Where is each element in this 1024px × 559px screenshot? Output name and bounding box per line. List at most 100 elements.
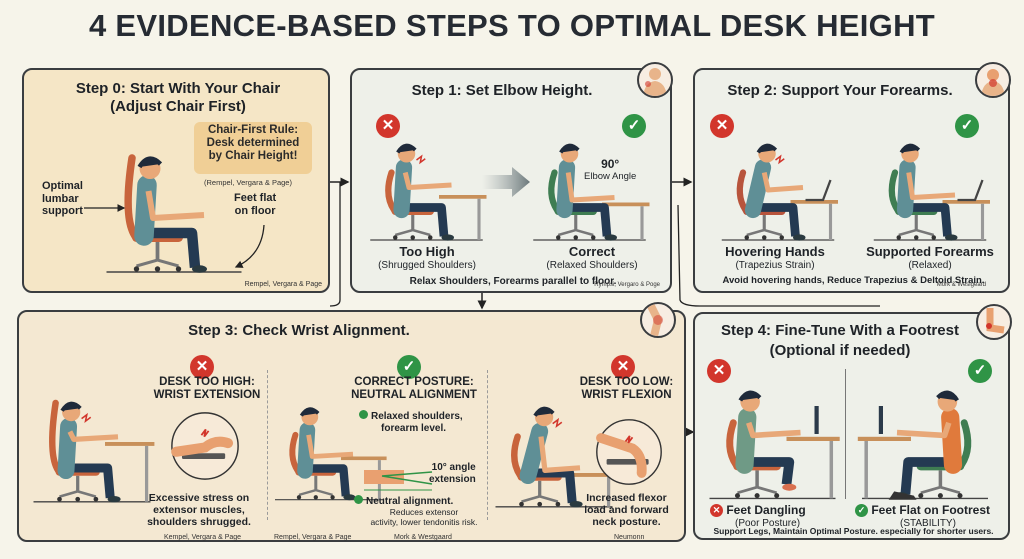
- bullet-dot-icon: [359, 410, 368, 419]
- illustration-svg: [873, 143, 990, 241]
- hair: [533, 406, 555, 417]
- shoe: [343, 494, 356, 501]
- footrest-illustration: [850, 364, 1000, 504]
- illustration-svg: [106, 154, 242, 273]
- connector-0-3: [329, 182, 341, 307]
- chair-base: [898, 228, 935, 237]
- lumbar-line: lumbar: [42, 192, 79, 205]
- desk-top: [105, 442, 155, 446]
- torso: [744, 159, 772, 219]
- legs: [907, 203, 952, 237]
- hair: [559, 143, 580, 154]
- chair-wheel: [75, 496, 81, 502]
- illustration-svg: [596, 419, 662, 485]
- step0-citation: Rempel, Vergara & Page: [244, 281, 322, 288]
- chair-wheel: [519, 501, 524, 507]
- strain-mark-icon: [552, 417, 563, 429]
- monitor: [814, 406, 819, 434]
- chair-base: [521, 495, 559, 503]
- heading-line: CORRECT POSTURE:: [354, 376, 474, 388]
- chair-wheel: [175, 266, 182, 272]
- heading-line: DESK TOO HIGH:: [159, 376, 255, 388]
- legs: [530, 468, 577, 504]
- lumbar-line: support: [42, 205, 83, 218]
- strain-mark-icon: [416, 154, 426, 165]
- chair-wheel: [937, 493, 943, 499]
- arm: [67, 430, 119, 442]
- shoe: [192, 265, 207, 273]
- step0-pointers: [84, 204, 265, 268]
- column-divider: [487, 370, 488, 520]
- step2-title: Step 2: Support Your Forearms.: [727, 82, 953, 99]
- monitor: [878, 406, 883, 434]
- legs: [567, 203, 612, 237]
- desk-top: [786, 436, 840, 441]
- label-sub: (Relaxed): [908, 259, 952, 271]
- desk-top: [942, 200, 990, 204]
- rule-citation: (Rempel, Vergara & Page): [204, 178, 292, 187]
- chair-wheel: [918, 493, 924, 499]
- knee-icon: [640, 302, 676, 338]
- shoe: [604, 234, 617, 241]
- x-icon: ✕: [710, 504, 723, 518]
- desk-top: [439, 195, 487, 199]
- step4-panel: Step 4: Fine-Tune With a Footrest (Optio…: [693, 312, 1010, 540]
- chair-wheel: [154, 266, 161, 272]
- correct-posture-text: Reduces extensor activity, lower tendoni…: [349, 507, 499, 528]
- chair-wheel: [744, 235, 749, 240]
- chair-wheel: [957, 493, 963, 499]
- chair-base: [557, 228, 594, 237]
- feet-line: on floor: [234, 204, 276, 217]
- strain-mark-icon: [775, 154, 785, 165]
- chair-first-rule-box: [194, 122, 312, 174]
- shoulder-icon: [637, 62, 673, 98]
- footrest: [888, 491, 917, 500]
- bad-x-icon: ✕: [710, 114, 734, 138]
- good-check-icon: ✓: [622, 114, 646, 138]
- too-high-illustration: [364, 120, 489, 245]
- heading-line: WRIST FLEXION: [581, 389, 672, 402]
- chair-back: [385, 169, 398, 214]
- correct-illustration: [527, 120, 652, 245]
- hair: [738, 390, 762, 402]
- hair: [936, 390, 960, 402]
- chair-wheel: [393, 235, 398, 240]
- illustration-svg: [709, 390, 840, 500]
- chair-wheel: [537, 501, 543, 507]
- desk-too-low-illustration: [489, 362, 619, 532]
- correct-posture-heading: CORRECT POSTURE: NEUTRAL ALIGNMENT: [344, 376, 484, 402]
- bad-x-icon: ✕: [707, 359, 731, 383]
- pain-mark-icon: [200, 428, 210, 438]
- desk-top: [857, 436, 911, 441]
- elbow-angle-label: 90° Elbow Angle: [584, 157, 636, 183]
- chair-back: [511, 433, 524, 479]
- illustration-svg: [495, 406, 617, 508]
- arm: [896, 421, 952, 439]
- legs: [307, 464, 350, 497]
- chair-wheel: [914, 235, 919, 240]
- torso: [519, 422, 549, 485]
- rule-line: by Chair Height!: [208, 150, 298, 163]
- correct-citation-1: Rempel, Vergara & Page: [274, 534, 352, 541]
- step4-summary: Support Legs, Maintain Optimal Posture. …: [713, 526, 994, 536]
- chair-base: [746, 228, 783, 237]
- hair: [396, 143, 417, 154]
- too-high-label: Too High (Shrugged Shoulders): [362, 244, 492, 271]
- illustration-svg: [721, 143, 838, 241]
- chair-wheel: [57, 496, 62, 502]
- chair-wheel: [133, 266, 140, 272]
- angle-value: 90°: [601, 157, 620, 171]
- chair-wheel: [313, 495, 318, 500]
- step0-title: Step 0: Start With Your Chair: [75, 80, 281, 97]
- desk-top: [567, 473, 617, 477]
- desk-top: [602, 202, 650, 207]
- neutral-alignment-bullet: Neutral alignment.: [354, 495, 453, 508]
- legs: [900, 457, 951, 495]
- step1-title: Step 1: Set Elbow Height.: [411, 82, 593, 99]
- label-main: Supported Forearms: [866, 244, 994, 259]
- hair: [899, 143, 921, 154]
- bad-x-icon: ✕: [190, 355, 214, 379]
- bullet-dot-icon: [354, 495, 363, 504]
- shoe: [107, 495, 121, 503]
- text-line: extensor muscles,: [153, 504, 245, 517]
